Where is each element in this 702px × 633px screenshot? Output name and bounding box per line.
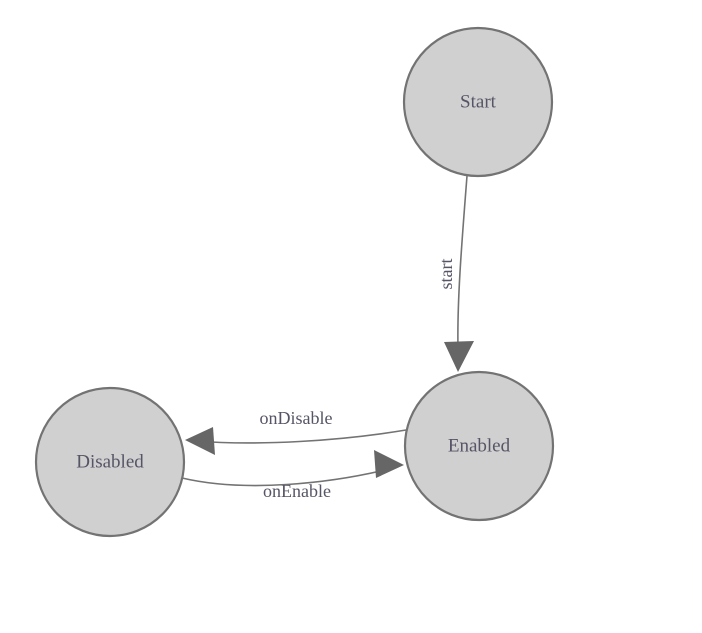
node-circle-enabled bbox=[403, 370, 555, 522]
node-label-enabled: Enabled bbox=[448, 435, 511, 456]
edge-label-group: start onDisable onEnable bbox=[260, 259, 457, 502]
arrow-head-icon-disabled-to-enabled bbox=[374, 450, 404, 478]
node-label-disabled: Disabled bbox=[76, 451, 144, 472]
edge-enabled-to-disabled[interactable] bbox=[185, 427, 407, 455]
arrow-head-icon-enabled-to-disabled bbox=[185, 427, 215, 455]
edge-group bbox=[181, 175, 474, 487]
edge-label-start: start bbox=[436, 259, 456, 290]
edge-path-disabled-to-enabled bbox=[181, 469, 386, 487]
edge-path-enabled-to-disabled bbox=[195, 429, 407, 444]
node-circle-disabled bbox=[34, 386, 186, 538]
edge-start-to-enabled[interactable] bbox=[444, 175, 474, 372]
edge-path-start-to-enabled bbox=[457, 175, 468, 349]
node-start[interactable]: Start bbox=[402, 26, 554, 178]
node-enabled[interactable]: Enabled bbox=[403, 370, 555, 522]
edge-disabled-to-enabled[interactable] bbox=[181, 450, 404, 487]
edge-label-onenable: onEnable bbox=[263, 481, 331, 501]
node-group: Start Disabled Enabled bbox=[34, 26, 555, 538]
node-disabled[interactable]: Disabled bbox=[34, 386, 186, 538]
arrow-head-icon-start-to-enabled bbox=[444, 341, 474, 372]
node-circle-start bbox=[402, 26, 554, 178]
edge-label-ondisable: onDisable bbox=[260, 408, 333, 428]
node-label-start: Start bbox=[460, 91, 497, 112]
